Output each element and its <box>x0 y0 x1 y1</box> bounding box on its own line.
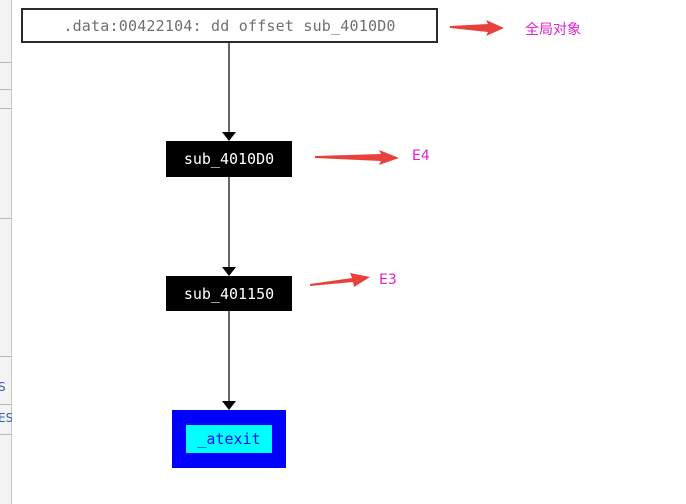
strip-fragment-text: ES <box>0 411 12 425</box>
annotation-e4: E4 <box>412 148 430 164</box>
annotation-e3: E3 <box>379 272 397 288</box>
node-atexit[interactable]: _atexit <box>186 425 272 453</box>
strip-divider <box>0 62 11 63</box>
strip-divider <box>0 218 11 219</box>
node-sub-4010d0[interactable]: sub_4010D0 <box>166 141 292 177</box>
annotation-arrow-e4 <box>315 150 399 165</box>
annotation-arrow-e3 <box>310 273 370 287</box>
strip-divider <box>0 89 11 90</box>
strip-divider <box>0 434 11 435</box>
adjacent-window-strip: S ES <box>0 0 12 504</box>
annotation-global-object: 全局对象 <box>525 22 581 38</box>
strip-fragment-text: S <box>0 380 6 394</box>
edge-arrowhead <box>222 401 236 410</box>
node-global-data-offset[interactable]: .data:00422104: dd offset sub_4010D0 <box>21 8 438 43</box>
strip-divider <box>0 108 11 109</box>
node-atexit-frame[interactable]: _atexit <box>172 410 286 468</box>
annotation-arrow-global <box>450 20 504 36</box>
strip-divider <box>0 404 11 405</box>
edge-arrowhead <box>222 132 236 141</box>
node-sub-401150[interactable]: sub_401150 <box>166 276 292 311</box>
strip-divider <box>0 356 11 357</box>
edge-arrowhead <box>222 267 236 276</box>
